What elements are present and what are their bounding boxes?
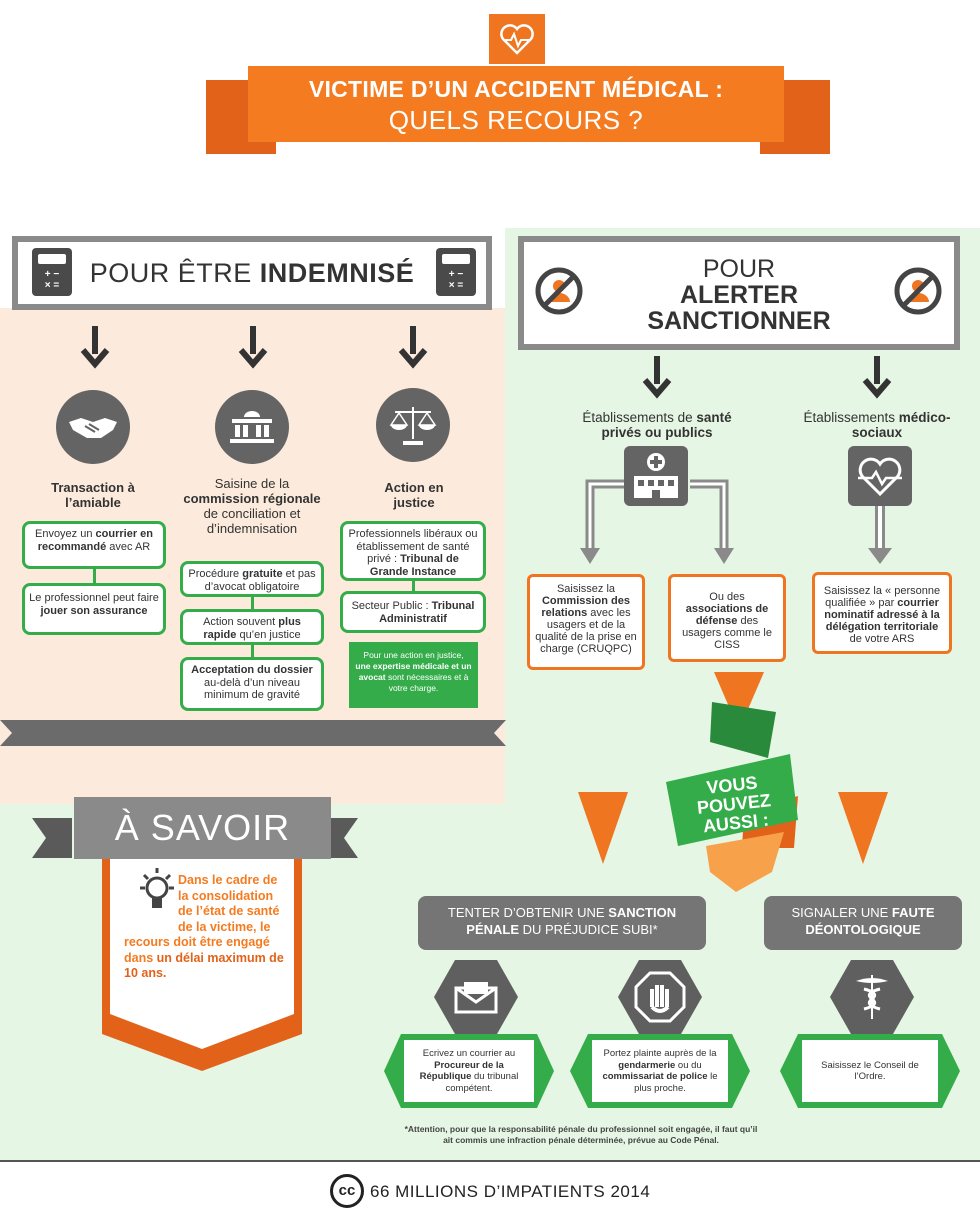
col-title-commission: Saisine de la commission régionale de co… [183,476,321,536]
arrow-down-icon [642,356,672,399]
forbidden-icon [534,266,584,321]
arrow-down-icon [238,326,268,369]
handshake-icon [56,390,130,464]
title-line-1: VICTIME D’UN ACCIDENT MÉDICAL : [308,76,724,102]
info-box: Professionnels libéraux ou établissement… [340,521,486,581]
arrow-down-icon [398,326,428,369]
info-box: Acceptation du dossier au-delà d’un nive… [180,657,324,711]
calculator-icon: + −× = [436,248,476,296]
title-line-2: QUELS RECOURS ? [388,105,644,135]
hospital-icon [624,446,688,506]
col-title-justice: Action en justice [384,480,444,510]
connector [93,569,96,583]
split-arrow-icon [580,479,734,564]
penal-pill: TENTER D’OBTENIR UNE SANCTION PÉNALE DU … [418,896,706,950]
justice-note: Pour une action en justice, une expertis… [349,642,478,708]
procureur-card: Ecrivez un courrier au Procureur de la R… [384,1034,554,1108]
info-box: Envoyez un courrier en recommandé avec A… [22,521,166,569]
footnote: *Attention, pour que la responsabilité p… [404,1124,758,1145]
etablissements-medico-label: Établissements médico-sociaux [803,410,951,440]
info-box: Le professionnel peut faire jouer son as… [22,583,166,635]
footer-divider [0,1160,980,1162]
title-banner: VICTIME D’UN ACCIDENT MÉDICAL : QUELS RE… [248,66,784,142]
indemnise-title: POUR ÊTRE INDEMNISÉ [89,258,415,288]
heart-pulse-icon [489,14,545,64]
info-box: Secteur Public : Tribunal Administratif [340,591,486,633]
arrow-down-icon [80,326,110,369]
etablissements-sante-label: Établissements de santé privés ou public… [582,410,732,440]
cruqpc-box: Saisissez la Commission des relations av… [527,574,645,670]
deontologique-pill: SIGNALER UNE FAUTE DÉONTOLOGIQUE [764,896,962,950]
scales-justice-icon [376,388,450,462]
arrow-down-icon [868,506,892,564]
section-divider-band [0,720,506,746]
footer-credit: 66 MILLIONS D’IMPATIENTS 2014 [370,1182,651,1201]
creative-commons-icon: cc [330,1174,364,1208]
savoir-text: Dans le cadre de la consolidation de l’é… [124,873,284,980]
col-title-amiable: Transaction à l’amiable [51,480,135,510]
connector [251,597,254,609]
associations-box: Ou des associations de défense des usage… [668,574,786,662]
calculator-icon: + −× = [32,248,72,296]
alerter-title-box: POUR ALERTER SANCTIONNER [518,236,960,350]
savoir-title: À SAVOIR [74,797,331,859]
connector [251,645,254,657]
plainte-card: Portez plainte auprès de la gendarmerie … [570,1034,750,1108]
ordre-card: Saisissez le Conseil de l’Ordre. [780,1034,960,1108]
orange-triangle-icon [578,792,628,864]
lightbulb-icon [136,866,178,923]
info-box: Action souvent plus rapide qu’en justice [180,609,324,645]
ars-box: Saisissez la « personne qualifiée » par … [812,572,952,654]
orange-triangle-icon [838,792,888,864]
heart-monitor-icon [848,446,912,506]
vous-pouvez-ribbon [666,672,798,892]
connector [412,581,415,591]
arrow-down-icon [862,356,892,399]
forbidden-icon [893,266,943,321]
building-icon [215,390,289,464]
info-box: Procédure gratuite et pas d’avocat oblig… [180,561,324,597]
indemnise-title-box: POUR ÊTRE INDEMNISÉ [12,236,492,310]
